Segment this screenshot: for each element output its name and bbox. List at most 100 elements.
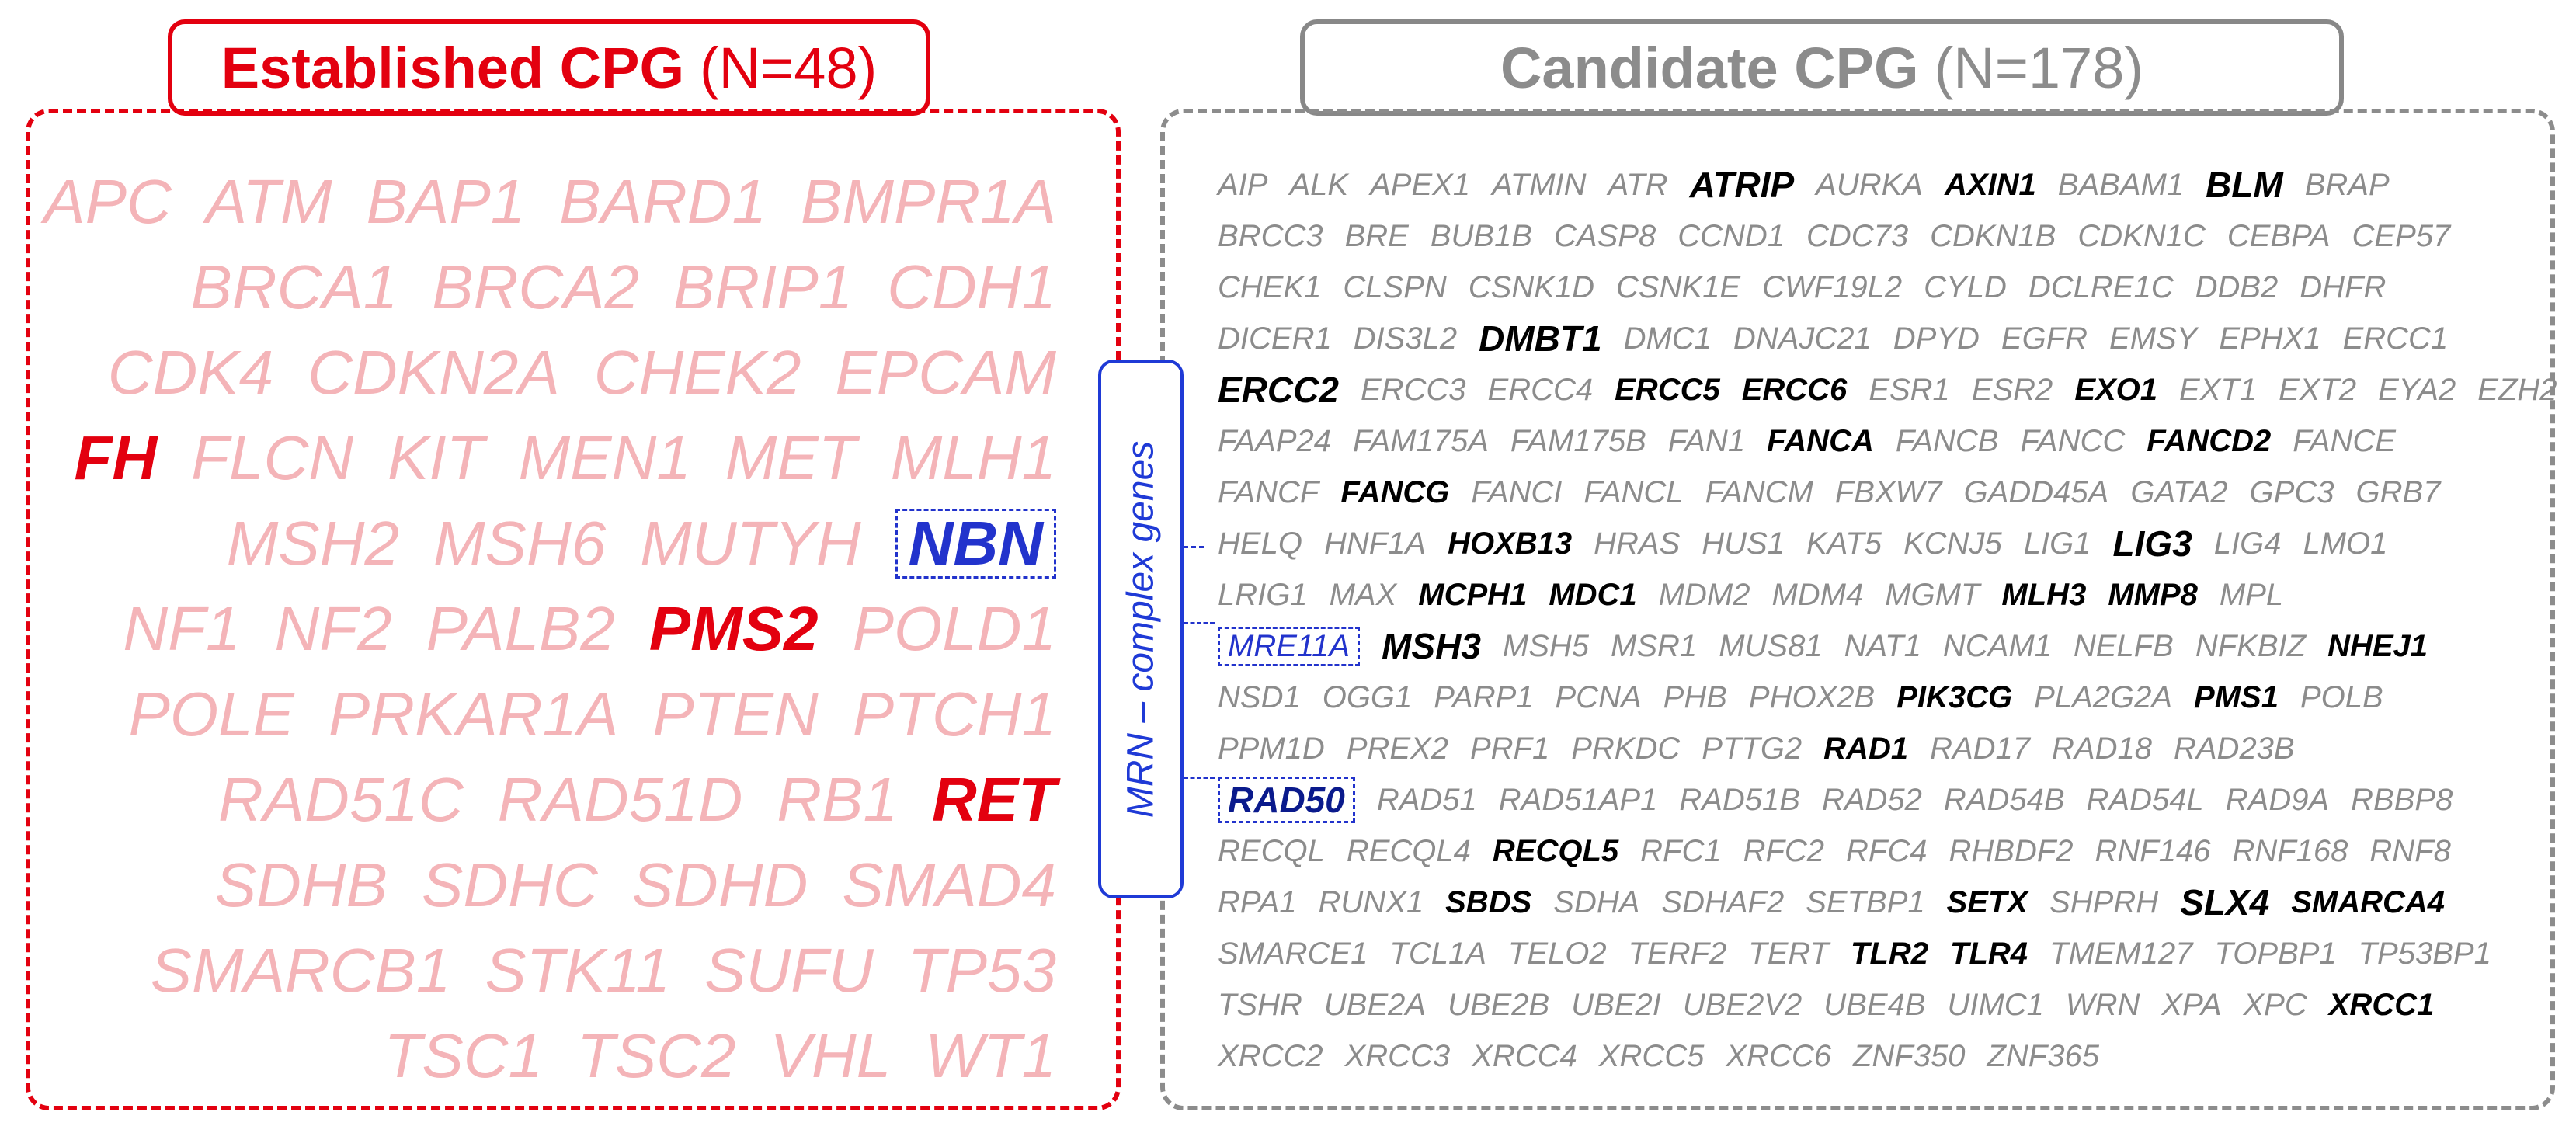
gene-aip: AIP <box>1218 167 1268 202</box>
gene-faap24: FAAP24 <box>1218 423 1331 458</box>
gene-prkar1a: PRKAR1A <box>328 679 619 749</box>
gene-cdkn1b: CDKN1B <box>1930 218 2056 253</box>
gene-palb2: PALB2 <box>426 594 615 663</box>
gene-tsc2: TSC2 <box>577 1021 736 1090</box>
gene-dmc1: DMC1 <box>1623 321 1712 356</box>
gene-ube4b: UBE4B <box>1823 987 1926 1022</box>
gene-fancf: FANCF <box>1218 474 1319 509</box>
established-count: (N=48) <box>700 35 878 100</box>
gene-rad52: RAD52 <box>1821 782 1922 817</box>
gene-rad17: RAD17 <box>1930 731 2031 766</box>
gene-mdm2: MDM2 <box>1658 577 1750 612</box>
gene-casp8: CASP8 <box>1554 218 1656 253</box>
gene-fance: FANCE <box>2293 423 2396 458</box>
gene-tlr2: TLR2 <box>1851 936 1929 971</box>
gene-sdha: SDHA <box>1553 885 1640 919</box>
candidate-count: (N=178) <box>1934 35 2144 100</box>
gene-fancg: FANCG <box>1340 474 1450 509</box>
gene-smad4: SMAD4 <box>842 850 1056 919</box>
gene-emsy: EMSY <box>2109 321 2198 356</box>
gene-dis3l2: DIS3L2 <box>1353 321 1458 356</box>
gene-chek2: CHEK2 <box>593 338 801 407</box>
gene-rad50: RAD50 <box>1218 777 1355 823</box>
gene-cdc73: CDC73 <box>1806 218 1909 253</box>
gene-epcam: EPCAM <box>835 338 1057 407</box>
gene-ercc5: ERCC5 <box>1615 372 1720 407</box>
gene-lig4: LIG4 <box>2213 526 2282 561</box>
gene-dclre1c: DCLRE1C <box>2028 269 2174 304</box>
gene-bmpr1a: BMPR1A <box>801 167 1056 236</box>
gene-tcl1a: TCL1A <box>1389 936 1486 971</box>
gene-rfc1: RFC1 <box>1640 833 1722 868</box>
gene-rad9a: RAD9A <box>2225 782 2330 817</box>
gene-rad54b: RAD54B <box>1943 782 2065 817</box>
gene-parp1: PARP1 <box>1434 679 1534 714</box>
gene-nf2: NF2 <box>274 594 392 663</box>
gene-sdhc: SDHC <box>422 850 598 919</box>
gene-atr: ATR <box>1608 167 1668 202</box>
candidate-cpg-title: Candidate CPG (N=178) <box>1300 19 2344 116</box>
gene-axin1: AXIN1 <box>1944 167 2036 202</box>
gene-brca2: BRCA2 <box>432 252 639 321</box>
candidate-title-text: Candidate CPG <box>1500 35 1919 100</box>
gene-rhbdf2: RHBDF2 <box>1949 833 2074 868</box>
gene-xrcc1: XRCC1 <box>2328 987 2435 1022</box>
gene-ephx1: EPHX1 <box>2219 321 2321 356</box>
gene-mpl: MPL <box>2219 577 2284 612</box>
gene-nf1: NF1 <box>123 594 241 663</box>
gene-flcn: FLCN <box>191 423 353 492</box>
gene-tsc1: TSC1 <box>384 1021 544 1090</box>
gene-gpc3: GPC3 <box>2249 474 2334 509</box>
gene-fam175a: FAM175A <box>1353 423 1489 458</box>
gene-smarca4: SMARCA4 <box>2291 885 2445 919</box>
gene-gata2: GATA2 <box>2130 474 2228 509</box>
gene-fancm: FANCM <box>1705 474 1813 509</box>
gene-kcnj5: KCNJ5 <box>1903 526 2002 561</box>
gene-recql4: RECQL4 <box>1346 833 1471 868</box>
gene-hnf1a: HNF1A <box>1323 526 1427 561</box>
gene-rb1: RB1 <box>777 765 898 834</box>
mrn-complex-box: MRN – complex genes <box>1098 360 1184 898</box>
gene-tlr4: TLR4 <box>1950 936 2028 971</box>
gene-fbxw7: FBXW7 <box>1834 474 1942 509</box>
gene-fan1: FAN1 <box>1667 423 1746 458</box>
gene-pttg2: PTTG2 <box>1702 731 1803 766</box>
gene-ercc1: ERCC1 <box>2342 321 2449 356</box>
gene-rnf146: RNF146 <box>2095 833 2211 868</box>
gene-hus1: HUS1 <box>1702 526 1785 561</box>
gene-fancl: FANCL <box>1583 474 1684 509</box>
gene-nsd1: NSD1 <box>1218 679 1301 714</box>
gene-xrcc5: XRCC5 <box>1598 1038 1705 1073</box>
gene-nhej1: NHEJ1 <box>2327 628 2428 663</box>
gene-brip1: BRIP1 <box>673 252 853 321</box>
gene-chek1: CHEK1 <box>1218 269 1322 304</box>
gene-rad51d: RAD51D <box>497 765 743 834</box>
gene-ccnd1: CCND1 <box>1677 218 1785 253</box>
gene-babam1: BABAM1 <box>2057 167 2185 202</box>
gene-mre11a: MRE11A <box>1218 626 1361 666</box>
gene-dhfr: DHFR <box>2300 269 2387 304</box>
gene-bap1: BAP1 <box>366 167 526 236</box>
gene-rad23b: RAD23B <box>2173 731 2295 766</box>
gene-telo2: TELO2 <box>1507 936 1607 971</box>
gene-dnajc21: DNAJC21 <box>1733 321 1872 356</box>
gene-fam175b: FAM175B <box>1510 423 1646 458</box>
gene-tert: TERT <box>1748 936 1830 971</box>
gene-sufu: SUFU <box>704 936 874 1005</box>
gene-ddb2: DDB2 <box>2195 269 2279 304</box>
gene-brap: BRAP <box>2304 167 2390 202</box>
gene-esr1: ESR1 <box>1869 372 1950 407</box>
gene-ercc3: ERCC3 <box>1360 372 1466 407</box>
gene-mutyh: MUTYH <box>640 509 861 578</box>
gene-xrcc6: XRCC6 <box>1726 1038 1831 1073</box>
gene-phb: PHB <box>1663 679 1727 714</box>
